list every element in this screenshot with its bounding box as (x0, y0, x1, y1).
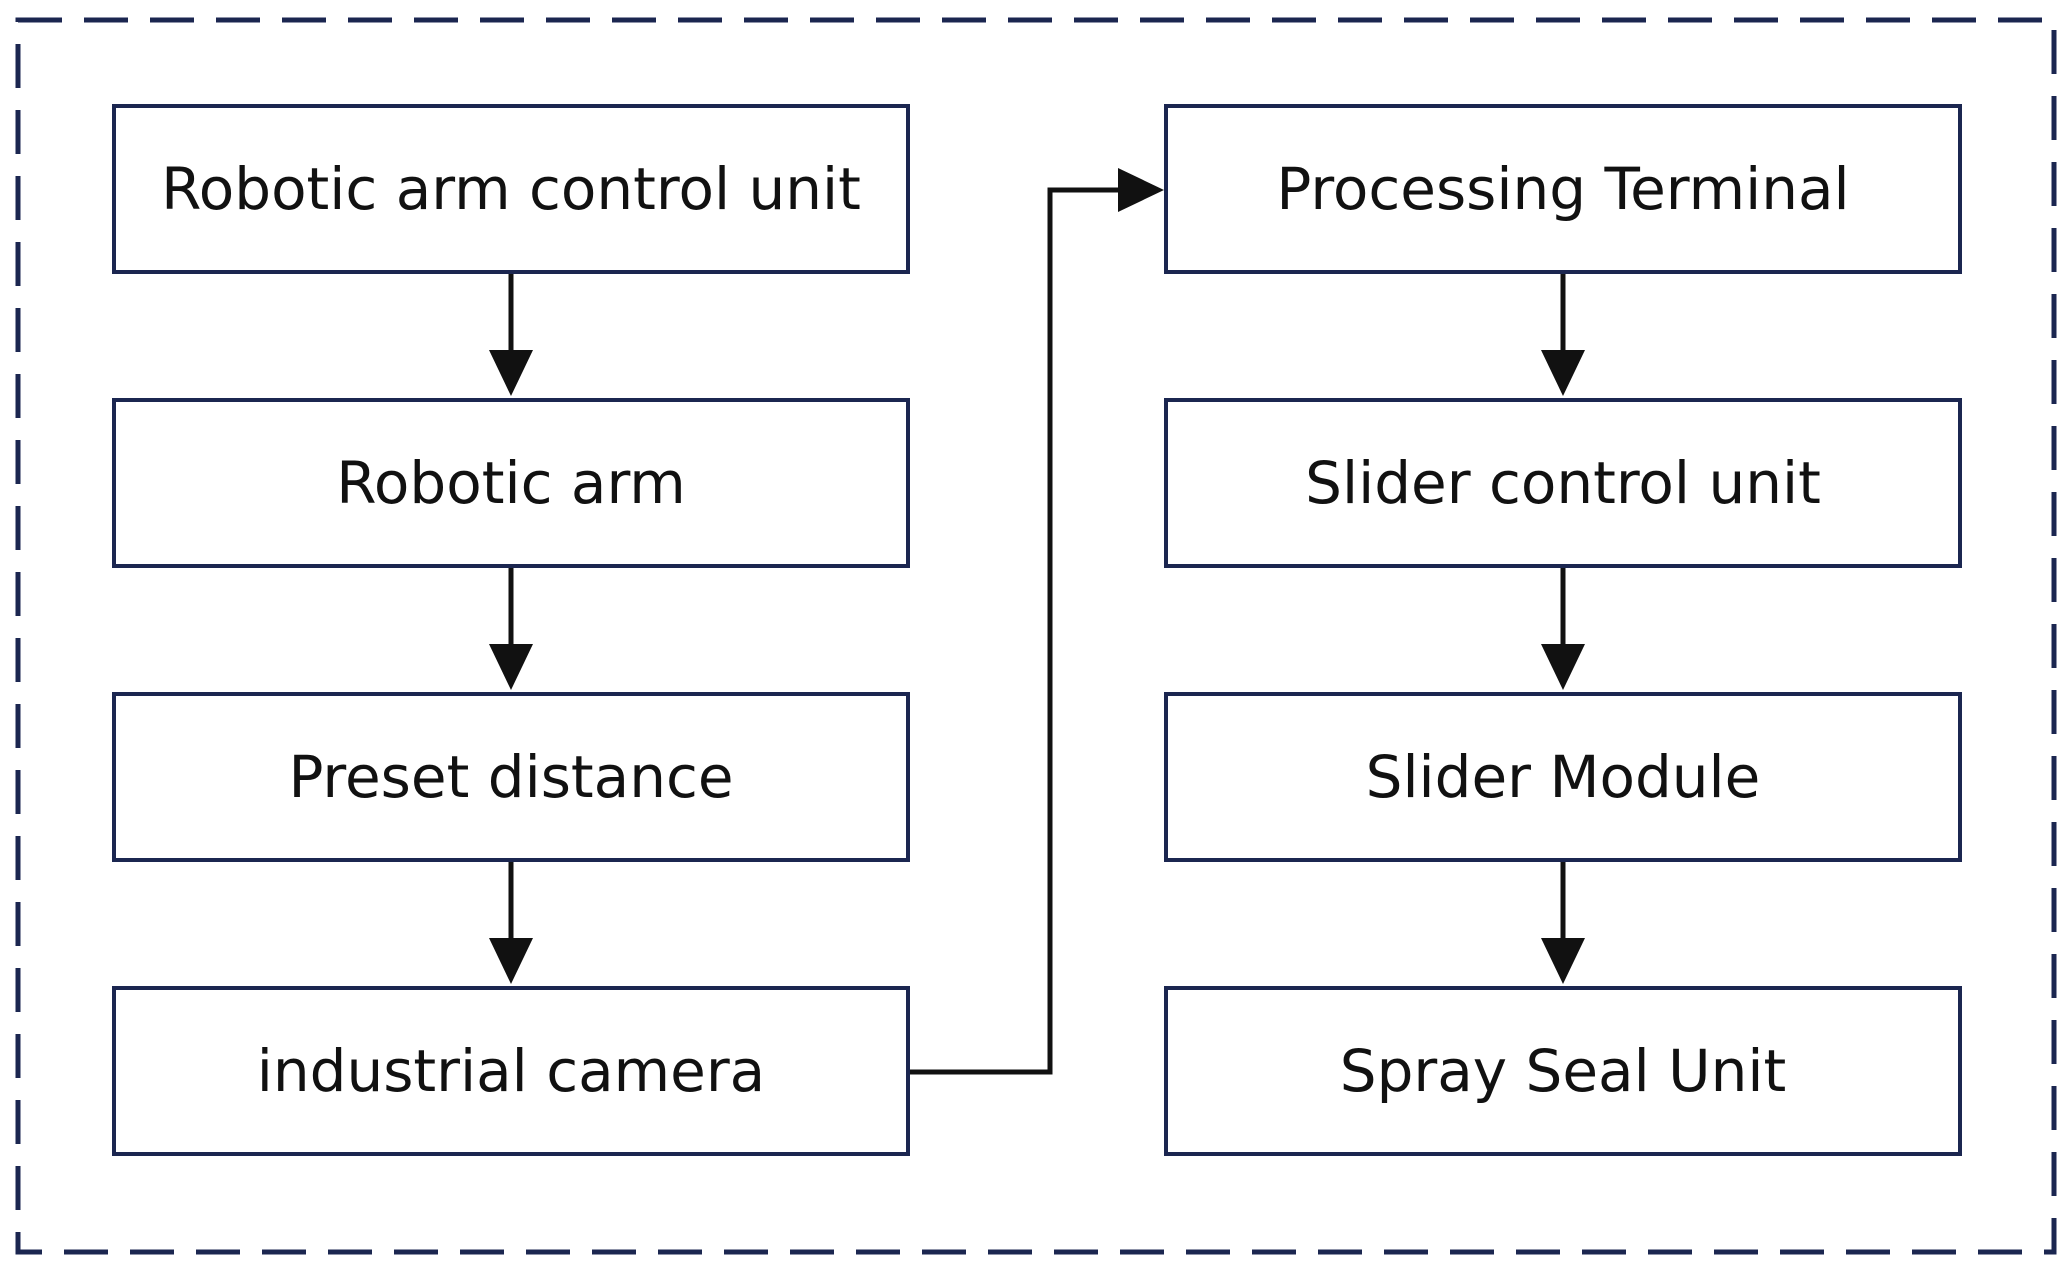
arrow-slider-module-to-spray-seal-unit (1541, 862, 1585, 984)
arrow-processing-terminal-to-slider-control-unit (1541, 274, 1585, 396)
box-label: Slider control unit (1305, 449, 1821, 517)
box-label: Robotic arm control unit (161, 155, 861, 223)
box-robotic-arm-control-unit: Robotic arm control unit (112, 104, 910, 274)
arrow-industrial-camera-to-processing-terminal (910, 168, 1164, 1075)
box-label: Robotic arm (336, 449, 686, 517)
box-industrial-camera: industrial camera (112, 986, 910, 1156)
box-spray-seal-unit: Spray Seal Unit (1164, 986, 1962, 1156)
box-robotic-arm: Robotic arm (112, 398, 910, 568)
box-label: Processing Terminal (1276, 155, 1850, 223)
dashed-boundary (15, 17, 2057, 1255)
box-slider-control-unit: Slider control unit (1164, 398, 1962, 568)
arrow-preset-distance-to-industrial-camera (489, 862, 533, 984)
box-label: Spray Seal Unit (1339, 1037, 1787, 1105)
arrow-robotic-arm-to-preset-distance (489, 568, 533, 690)
box-label: Slider Module (1365, 743, 1761, 811)
box-processing-terminal: Processing Terminal (1164, 104, 1962, 274)
box-slider-module: Slider Module (1164, 692, 1962, 862)
arrow-slider-control-unit-to-slider-module (1541, 568, 1585, 690)
box-label: Preset distance (288, 743, 734, 811)
arrow-robotic-arm-control-unit-to-robotic-arm (489, 274, 533, 396)
box-label: industrial camera (256, 1037, 766, 1105)
box-preset-distance: Preset distance (112, 692, 910, 862)
